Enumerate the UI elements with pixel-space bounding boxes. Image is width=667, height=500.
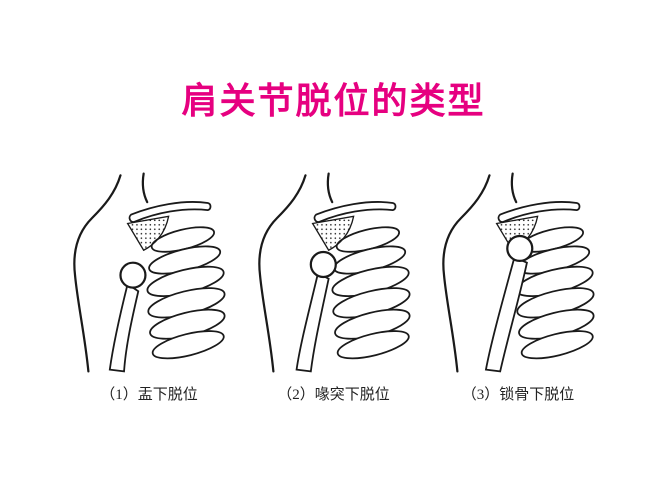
anatomy-illustration-subclavicular-icon [442, 172, 595, 373]
figure-subcoracoid: （2）喙突下脱位 [243, 170, 425, 404]
figure-caption-subglenoid: （1）盂下脱位 [100, 387, 198, 403]
anatomy-illustration-subcoracoid-icon [257, 172, 411, 373]
slide-title: 肩关节脱位的类型 [181, 80, 486, 121]
figure-subclavicular: （3）锁骨下脱位 [427, 170, 609, 404]
figure-caption-subcoracoid: （2）喙突下脱位 [277, 387, 390, 403]
figure-row: （1）盂下脱位 [0, 170, 667, 404]
anatomy-illustration-subglenoid-icon [73, 172, 226, 373]
figure-caption-subclavicular: （3）锁骨下脱位 [461, 387, 575, 403]
figure-subglenoid: （1）盂下脱位 [58, 170, 240, 404]
